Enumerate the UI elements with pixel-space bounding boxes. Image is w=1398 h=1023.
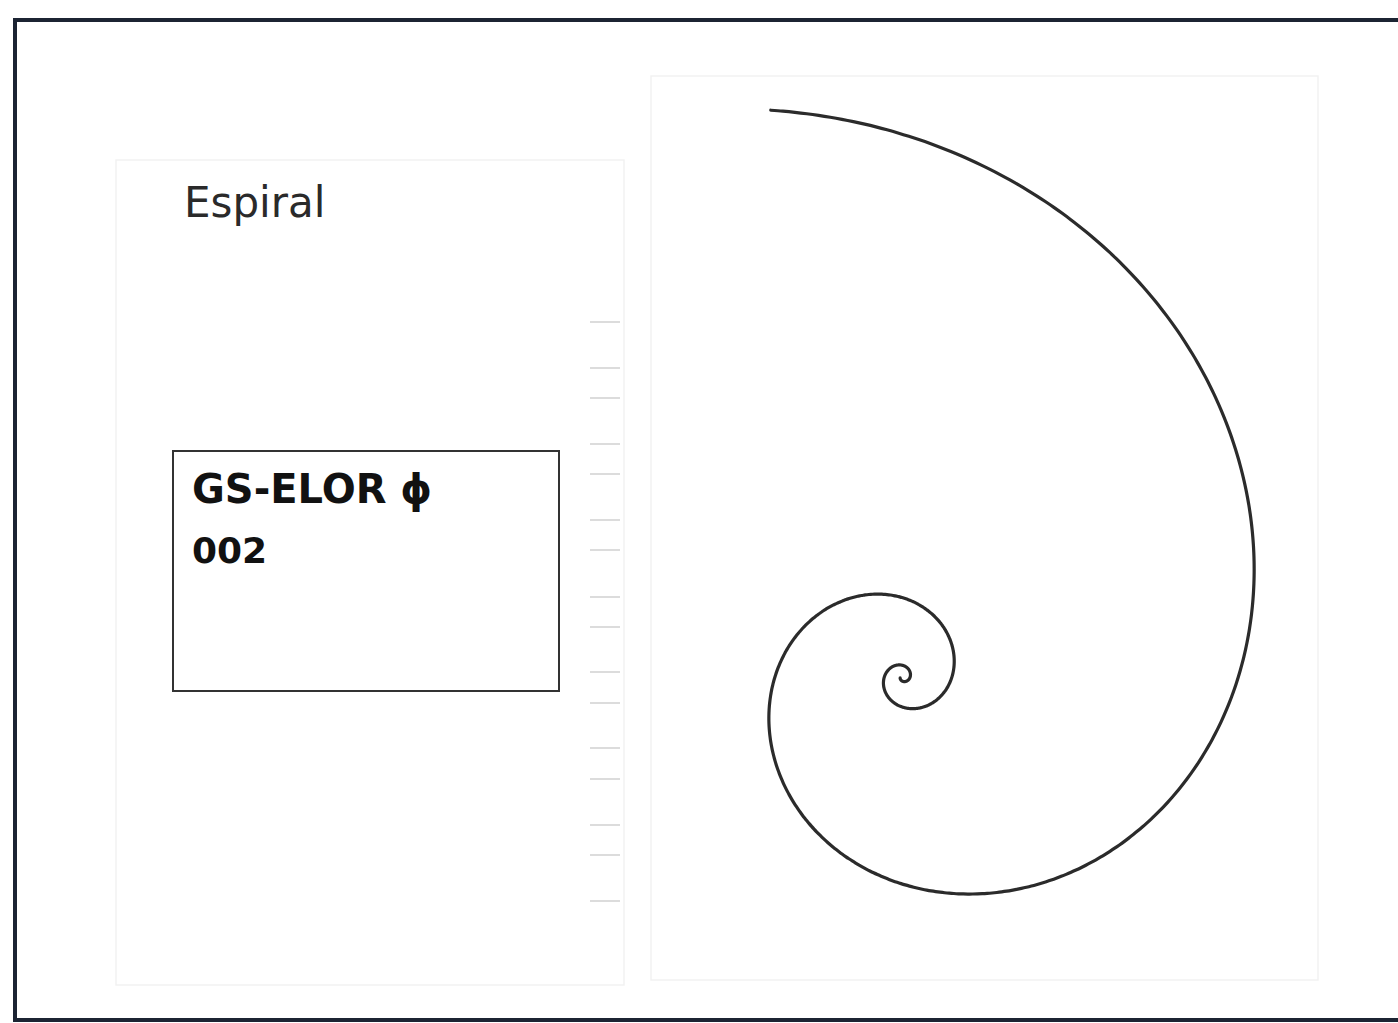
label-box: GS-ELOR ϕ 002 bbox=[172, 450, 560, 692]
code-number: 002 bbox=[192, 530, 540, 571]
tick-marks bbox=[590, 322, 620, 901]
window-frame bbox=[15, 20, 1398, 1020]
left-panel bbox=[116, 160, 624, 985]
golden-spiral bbox=[769, 110, 1254, 894]
right-panel bbox=[651, 76, 1318, 980]
title: Espiral bbox=[184, 178, 325, 227]
code-label: GS-ELOR ϕ bbox=[192, 466, 540, 512]
